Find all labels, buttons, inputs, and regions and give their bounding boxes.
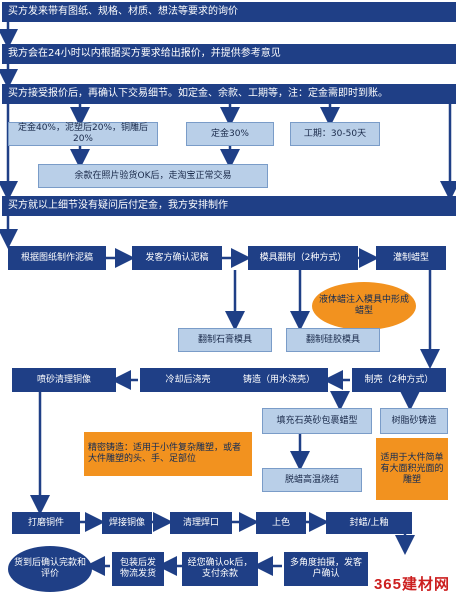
step-quote: 我方会在24小时以内根据买方要求给出报价，并提供参考意见 <box>2 44 456 64</box>
step-wax: 灌制蜡型 <box>376 246 446 270</box>
step-shell: 制壳（2种方式） <box>352 368 446 392</box>
balance-box: 余款在照片验货OK后，走淘宝正常交易 <box>38 164 268 188</box>
step-casting: 铸造（用水浇壳） <box>230 368 328 392</box>
step-weld: 焊接铜像 <box>102 512 152 534</box>
step-mold: 模具翻制（2种方式） <box>248 246 358 270</box>
step-confirm-clay: 发客方确认泥稿 <box>132 246 222 270</box>
step-clean-weld: 清理焊口 <box>170 512 232 534</box>
duration-box: 工期：30-50天 <box>290 122 380 146</box>
step-cooling: 冷却后浇壳 <box>140 368 236 392</box>
site-watermark: 365建材网 <box>373 576 450 593</box>
step-ship: 包装后发物流发货 <box>112 552 164 586</box>
step-pay-balance: 经您确认ok后，支付余款 <box>182 552 258 586</box>
deposit-option-a: 定金40%，泥塑后20%，铜雕后20% <box>8 122 158 146</box>
dewax-box: 脱蜡高温烧结 <box>262 468 362 492</box>
step-drafting: 根据图纸制作泥稿 <box>8 246 106 270</box>
step-wax-seal: 封蜡/上釉 <box>326 512 412 534</box>
step-sand-clean: 喷砂清理铜像 <box>12 368 116 392</box>
plaster-mold-box: 翻制石膏模具 <box>178 328 272 352</box>
step-color: 上色 <box>256 512 306 534</box>
silicone-mold-box: 翻制硅胶模具 <box>286 328 380 352</box>
step-photo-confirm: 多角度拍摄，发客户确认 <box>284 552 368 586</box>
resin-sand-box: 树脂砂铸造 <box>380 408 448 434</box>
quartz-shell-box: 填充石英砂包裹蜡型 <box>262 408 372 434</box>
liquid-wax-note: 液体蜡注入模具中形成蜡型 <box>312 282 416 330</box>
large-casting-note: 适用于大件简单有大面积光面的雕塑 <box>376 438 448 500</box>
precision-casting-note: 精密铸造：适用于小件复杂雕塑，或者大件雕塑的头、手、足部位 <box>84 432 252 476</box>
step-receive: 货到后确认完款和评价 <box>8 546 92 592</box>
deposit-option-b: 定金30% <box>186 122 274 146</box>
step-pay-deposit: 买方就以上细节没有疑问后付定金，我方安排制作 <box>2 196 456 216</box>
step-polish: 打磨铜件 <box>12 512 80 534</box>
step-accept-quote: 买方接受报价后，再确认下交易细节。如定金、余款、工期等，注：定金需即时到账。 <box>2 84 456 104</box>
step-inquiry: 买方发来带有图纸、规格、材质、想法等要求的询价 <box>2 2 456 22</box>
